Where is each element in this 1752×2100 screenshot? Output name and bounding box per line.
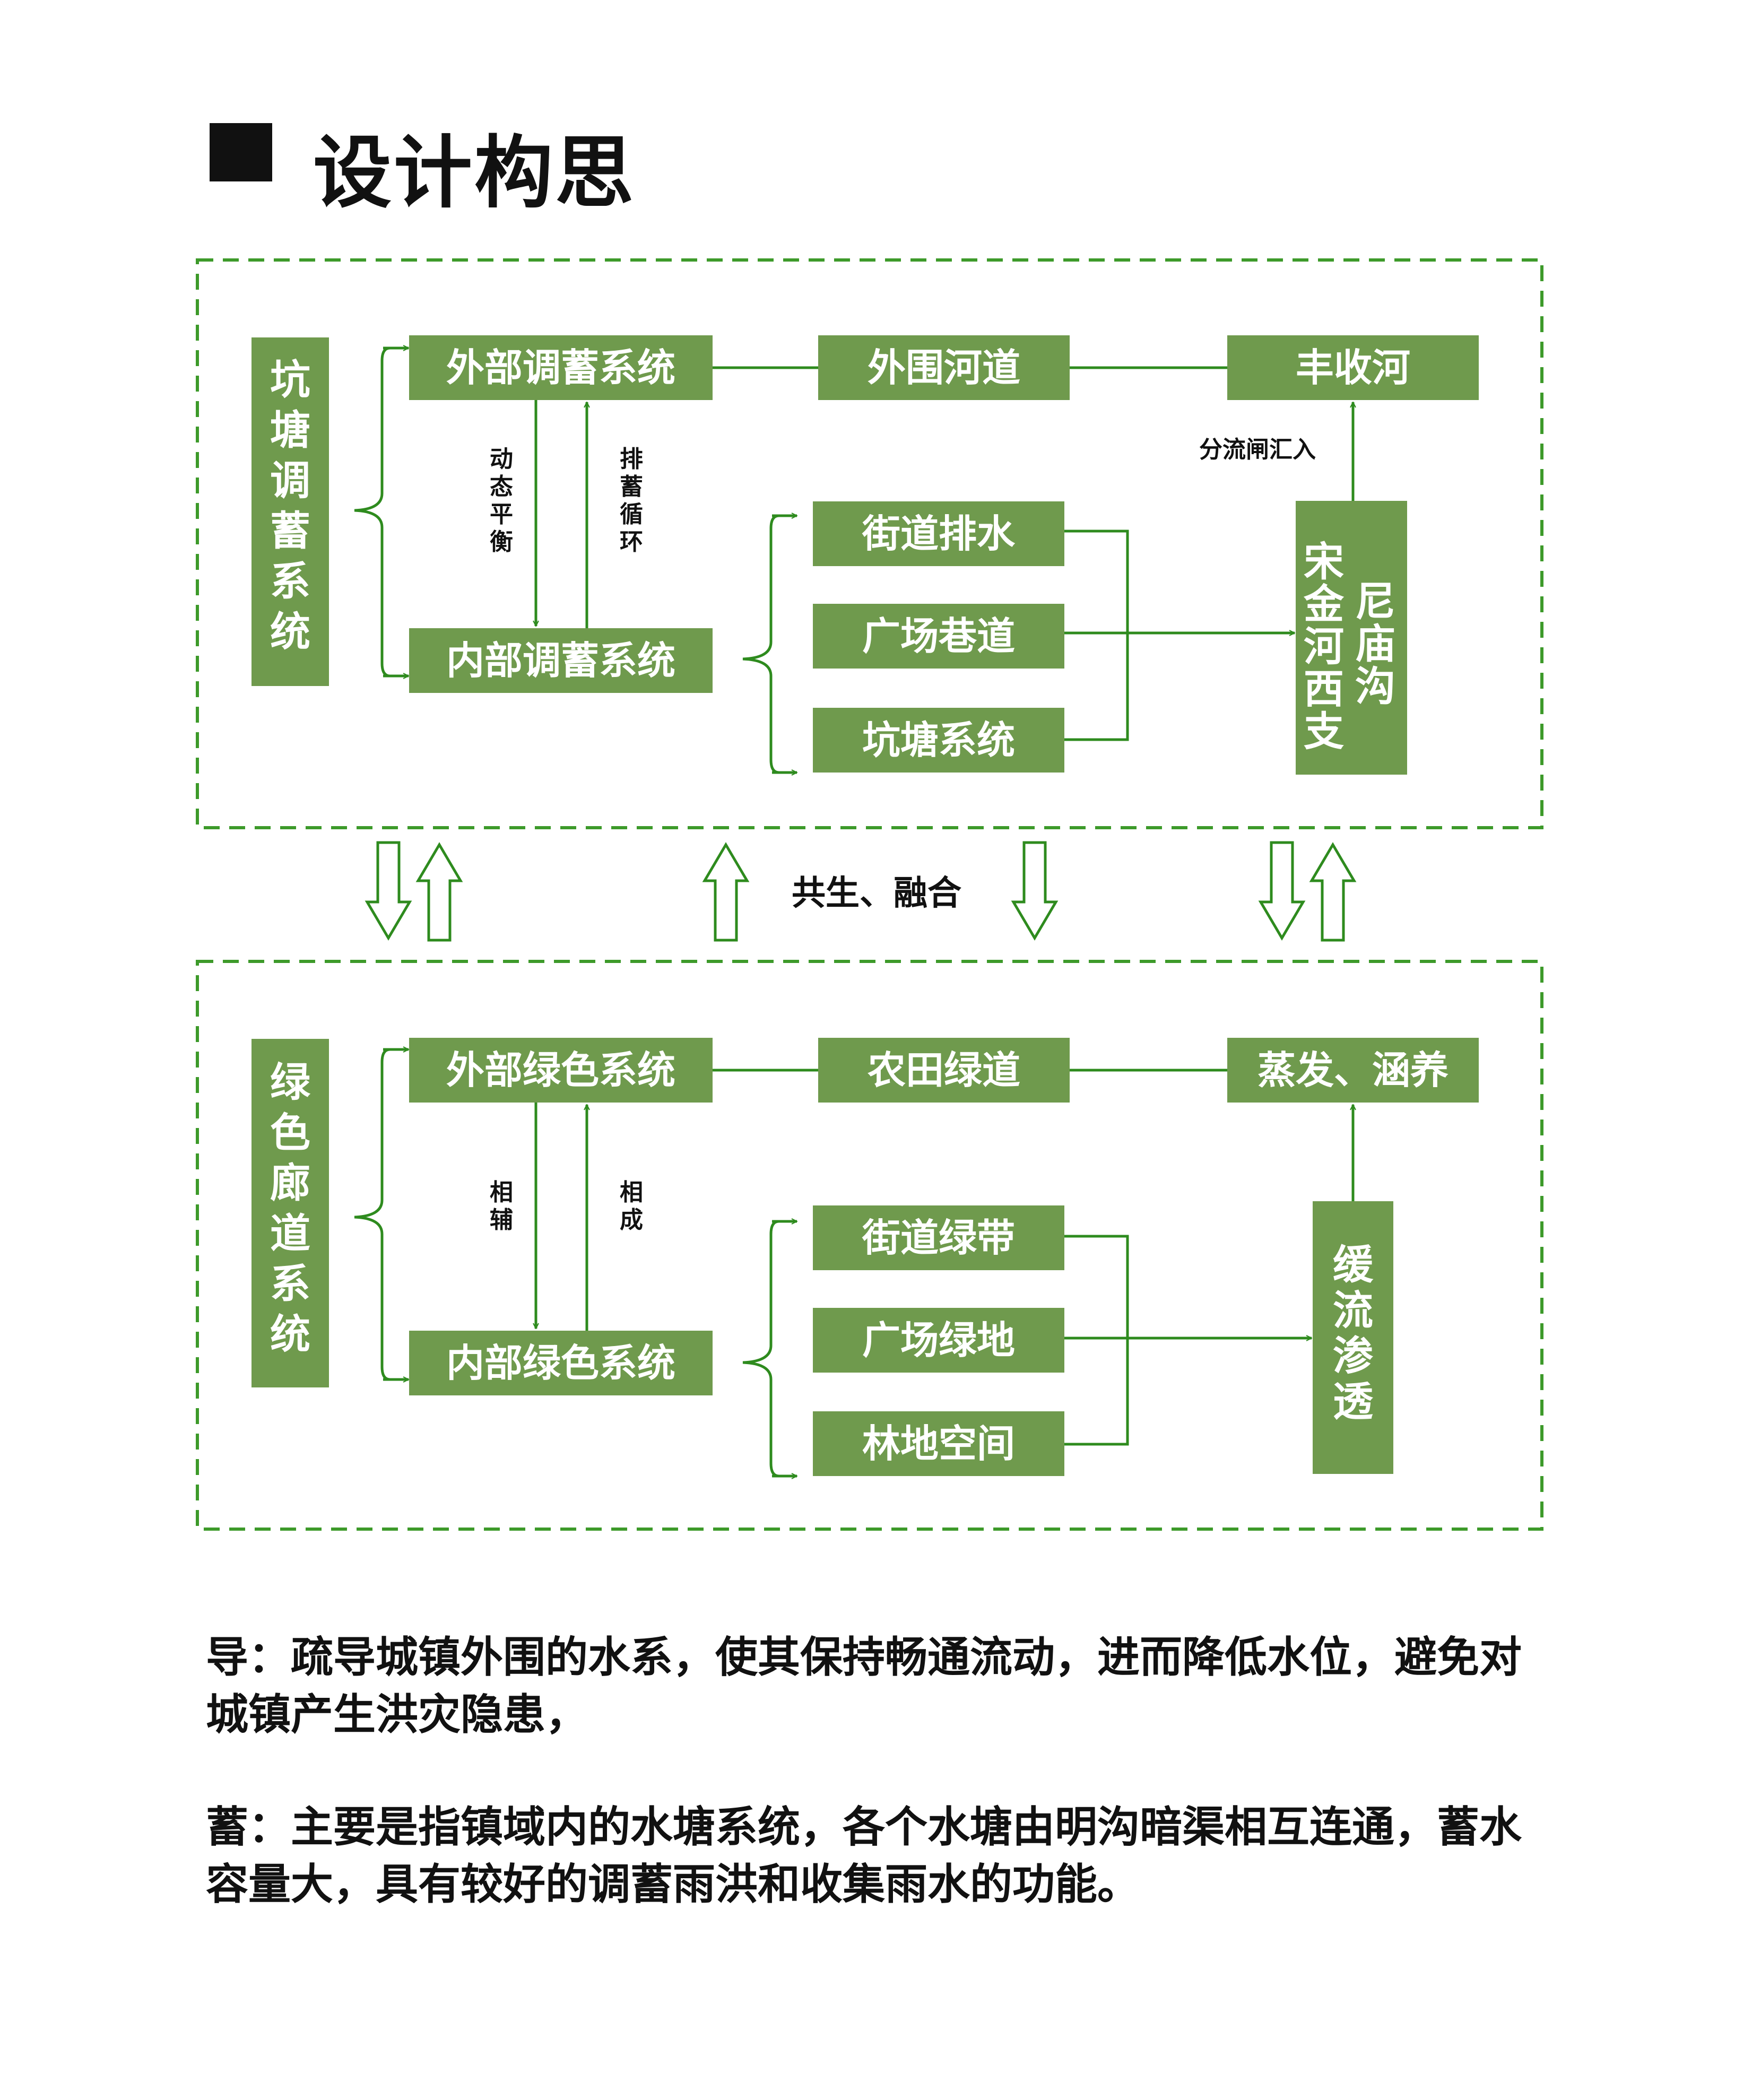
title-square-icon: [210, 123, 272, 181]
top-streets-box: [813, 501, 1064, 566]
bottom-right-brace: [742, 1220, 779, 1478]
bottom-collector: [1064, 1235, 1311, 1446]
top-external-label: 外部调蓄系统: [446, 345, 675, 390]
top-main-label: 坑塘调蓄系统: [270, 356, 310, 655]
bottom-main-label: 绿色廊道系统: [270, 1058, 311, 1358]
top-label-down: 动态平衡: [490, 446, 513, 556]
top-label-divert: 分流闸汇入: [1199, 436, 1316, 463]
bottom-street-green-label: 街道绿带: [862, 1216, 1015, 1260]
bottom-buffer-label: 缓流渗透: [1333, 1241, 1374, 1425]
page-title: 设计构思: [313, 127, 636, 219]
bottom-buffer-box: [1313, 1201, 1393, 1474]
top-plaza-label: 广场巷道: [862, 614, 1015, 658]
top-brace: [354, 346, 391, 678]
top-river-label: 丰收河: [1296, 345, 1410, 390]
top-right-brace: [742, 514, 779, 774]
top-internal-box: [409, 628, 713, 693]
middle-arrows: [365, 841, 1357, 942]
top-outer-river-box: [818, 335, 1070, 400]
hollow-up-arrow-3: [1309, 842, 1357, 942]
paragraph-xu: 蓄：主要是指镇域内的水塘系统，各个水塘由明沟暗渠相互连通，蓄水容量大，具有较好的…: [206, 1802, 1522, 1909]
bottom-street-green-box: [813, 1205, 1064, 1270]
hollow-down-arrow-2: [1011, 841, 1059, 941]
hollow-up-arrow-2: [702, 842, 750, 942]
bottom-evap-box: [1227, 1038, 1479, 1103]
bottom-forest-box: [813, 1411, 1064, 1476]
bottom-farm-box: [818, 1038, 1070, 1103]
bottom-external-label: 外部绿色系统: [446, 1048, 675, 1092]
bottom-label-up: 相成: [620, 1179, 643, 1234]
bottom-plaza-green-label: 广场绿地: [862, 1318, 1015, 1363]
bottom-external-box: [409, 1038, 713, 1103]
bottom-plaza-green-box: [813, 1308, 1064, 1373]
paragraph-dao: 导：疏导城镇外围的水系，使其保持畅通流动，进而降低水位，避免对城镇产生洪灾隐患，: [206, 1633, 1522, 1739]
bottom-forest-label: 林地空间: [862, 1421, 1015, 1466]
bottom-main-box: [251, 1039, 329, 1387]
top-outer-river-label: 外围河道: [868, 345, 1020, 390]
bottom-label-down: 相辅: [490, 1179, 513, 1234]
bottom-farm-label: 农田绿道: [868, 1048, 1020, 1092]
top-plaza-box: [813, 604, 1064, 669]
top-streets-label: 街道排水: [862, 511, 1016, 556]
top-channel-col1: 宋金河西支: [1303, 538, 1345, 755]
top-dashed-frame: [196, 258, 1543, 829]
bottom-internal-label: 内部绿色系统: [446, 1341, 675, 1385]
top-channel-col2: 尼庙沟: [1355, 578, 1395, 710]
top-main-box: [251, 337, 329, 686]
top-pond-box: [813, 708, 1064, 773]
hollow-up-arrow-1: [415, 842, 463, 942]
top-label-up: 排蓄循环: [620, 446, 643, 556]
top-pond-label: 坑塘系统: [862, 718, 1015, 762]
bottom-dashed-frame: [196, 960, 1543, 1531]
top-channel-box: [1296, 501, 1407, 775]
bottom-internal-box: [409, 1331, 713, 1395]
top-river-box: [1227, 335, 1479, 400]
bottom-brace: [354, 1048, 391, 1381]
hollow-down-arrow-3: [1258, 841, 1306, 941]
top-external-box: [409, 335, 713, 400]
middle-label: 共生、融合: [792, 874, 961, 913]
top-collector: [1064, 530, 1295, 741]
top-internal-label: 内部调蓄系统: [446, 638, 675, 683]
bottom-evap-label: 蒸发、涵养: [1257, 1048, 1449, 1092]
hollow-down-arrow-1: [365, 841, 412, 941]
